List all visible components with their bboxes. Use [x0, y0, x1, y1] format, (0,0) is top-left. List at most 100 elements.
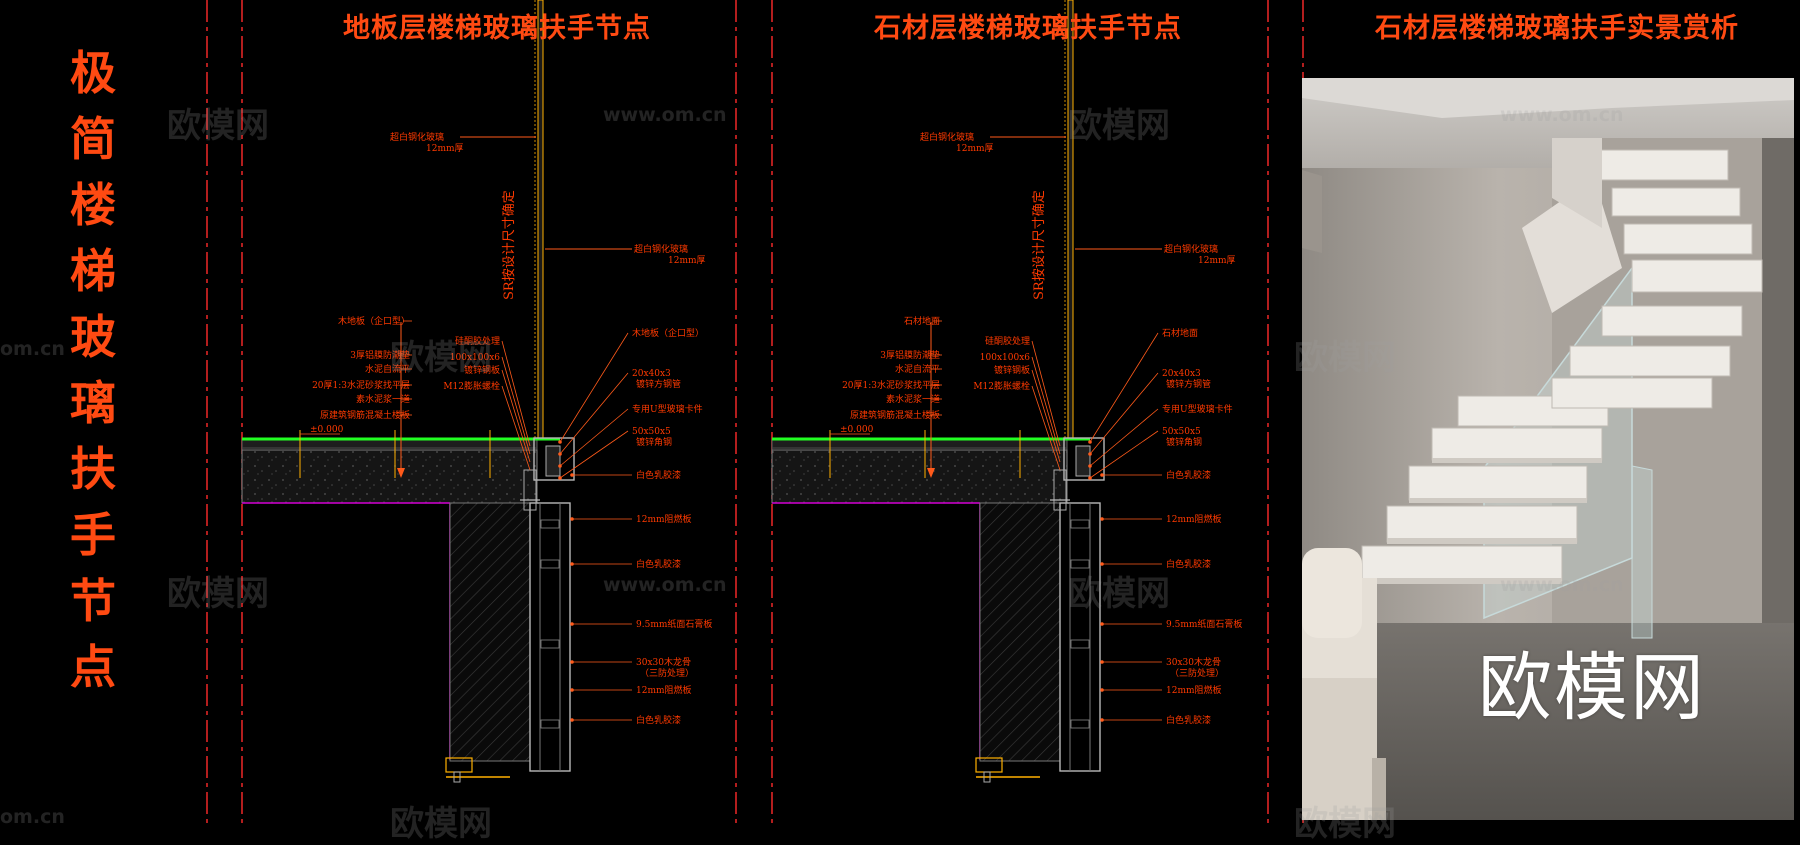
leader-dot	[558, 476, 562, 480]
finish-label: 12mm阻燃板	[1166, 513, 1222, 525]
leader-line	[1031, 356, 1061, 455]
layer-label: 3厚铝膜防潮垫	[350, 349, 410, 361]
steel-bracket	[533, 437, 575, 481]
leader-line	[1089, 332, 1159, 443]
wall-core	[449, 502, 531, 762]
leader-dot	[1088, 452, 1092, 456]
finish-label: 20x40x3	[1162, 369, 1201, 379]
leader-dot	[570, 517, 574, 521]
leader-dot	[570, 688, 574, 692]
finish-label: 专用U型玻璃卡件	[632, 403, 703, 415]
glass-label: 超白钢化玻璃	[920, 131, 974, 143]
side-title-char: 扶	[70, 442, 116, 496]
layer-label: 20厚1:3水泥砂浆找平层	[842, 379, 940, 391]
side-title-char: 手	[70, 508, 116, 562]
cladding-frame	[529, 502, 571, 772]
leader-line	[559, 372, 629, 455]
leader-line	[559, 408, 629, 467]
leader-dot	[1088, 476, 1092, 480]
side-title-char: 简	[70, 112, 116, 166]
glass-label-sub: 12mm厚	[426, 143, 464, 154]
vertical-note: SR按设计尺寸确定	[1032, 190, 1047, 300]
base-bolt	[453, 771, 461, 783]
finish-label: 白色乳胶漆	[1166, 558, 1211, 570]
layer-label: 水泥自流平	[895, 363, 940, 375]
leader-line	[1089, 372, 1159, 455]
finish-label-sub: 镀锌方钢管	[636, 378, 681, 390]
layer-label: 素水泥浆一道	[356, 393, 410, 405]
leader-dot	[1100, 473, 1104, 477]
leader-line	[1031, 385, 1061, 471]
panel-title-stone: 石材层楼梯玻璃扶手节点	[874, 13, 1182, 44]
layer-label: 原建筑钢筋混凝土楼板	[850, 409, 940, 421]
wood-batten	[1070, 559, 1090, 569]
leader-line	[1031, 369, 1061, 463]
finish-label: 20x40x3	[632, 369, 671, 379]
finish-label: 12mm阻燃板	[636, 684, 692, 696]
leader-dot	[1100, 718, 1104, 722]
u-channel	[1075, 445, 1091, 477]
finish-label: 木地板（企口型）	[632, 327, 704, 339]
side-title-char: 点	[70, 640, 116, 694]
connector-label: 镀锌钢板	[464, 364, 500, 376]
leader-arrow	[927, 468, 935, 478]
leader-dot	[570, 473, 574, 477]
glass-label-sub: 12mm厚	[956, 143, 994, 154]
finish-label-sub: 镀锌方钢管	[1166, 378, 1211, 390]
wood-batten	[1070, 639, 1090, 649]
detail-drawing-stone: SR按设计尺寸确定超白钢化玻璃12mm厚超白钢化玻璃12mm厚石材地面3厚铝膜防…	[771, 0, 1242, 783]
leader-line	[501, 356, 531, 455]
leader-dot	[570, 660, 574, 664]
finish-label: 专用U型玻璃卡件	[1162, 403, 1233, 415]
leader-dot	[570, 562, 574, 566]
finish-label-sub: 镀锌角钢	[636, 436, 672, 448]
finish-label: 50x50x5	[632, 427, 671, 437]
cladding-frame	[1059, 502, 1101, 772]
drawing-canvas: SR按设计尺寸确定超白钢化玻璃12mm厚超白钢化玻璃12mm厚木地板（企口型）3…	[206, 0, 1304, 823]
finish-label: 30x30木龙骨	[1166, 656, 1221, 668]
finish-label: 9.5mm纸面石膏板	[1166, 618, 1242, 630]
leader-dot	[1088, 464, 1092, 468]
leader-dot	[1088, 440, 1092, 444]
finish-label-sub: （三防处理）	[640, 667, 694, 679]
base-bolt	[983, 771, 991, 783]
glass-label: 超白钢化玻璃	[390, 131, 444, 143]
side-title-char: 极	[70, 46, 116, 100]
side-title-char: 节	[70, 574, 116, 628]
floor-slab	[771, 449, 1068, 504]
connector-label: 100x100x6	[450, 353, 501, 363]
connector-label: M12膨胀螺栓	[973, 380, 1030, 392]
connector-label: 硅酮胶处理	[455, 335, 500, 347]
elevation-label: ±0.000	[310, 425, 344, 435]
layer-label: 水泥自流平	[365, 363, 410, 375]
finish-label-sub: （三防处理）	[1170, 667, 1224, 679]
elevation-label: ±0.000	[840, 425, 874, 435]
layer-label: 素水泥浆一道	[886, 393, 940, 405]
leader-line	[501, 340, 531, 447]
panel-title-photo: 石材层楼梯玻璃扶手实景赏析	[1375, 13, 1739, 44]
leader-dot	[1100, 688, 1104, 692]
glass-label-sub: 12mm厚	[668, 255, 706, 266]
finish-label: 白色乳胶漆	[636, 469, 681, 481]
leader-line	[559, 332, 629, 443]
floor-slab	[241, 449, 538, 504]
wood-batten	[540, 639, 560, 649]
finish-label: 50x50x5	[1162, 427, 1201, 437]
side-title-char: 玻	[70, 310, 116, 364]
leader-dot	[1100, 562, 1104, 566]
staircase-photo	[1302, 78, 1794, 820]
finish-label: 白色乳胶漆	[1166, 714, 1211, 726]
connector-label: 硅酮胶处理	[985, 335, 1030, 347]
wood-batten	[1070, 519, 1090, 529]
finish-label: 12mm阻燃板	[1166, 684, 1222, 696]
steel-bracket	[1063, 437, 1105, 481]
leader-dot	[570, 622, 574, 626]
glass-label: 超白钢化玻璃	[1164, 243, 1218, 255]
leader-line	[1031, 340, 1061, 447]
layer-label: 20厚1:3水泥砂浆找平层	[312, 379, 410, 391]
glass-label: 超白钢化玻璃	[634, 243, 688, 255]
leader-dot	[558, 440, 562, 444]
finish-label: 12mm阻燃板	[636, 513, 692, 525]
u-channel	[545, 445, 561, 477]
side-title-char: 梯	[70, 244, 116, 298]
